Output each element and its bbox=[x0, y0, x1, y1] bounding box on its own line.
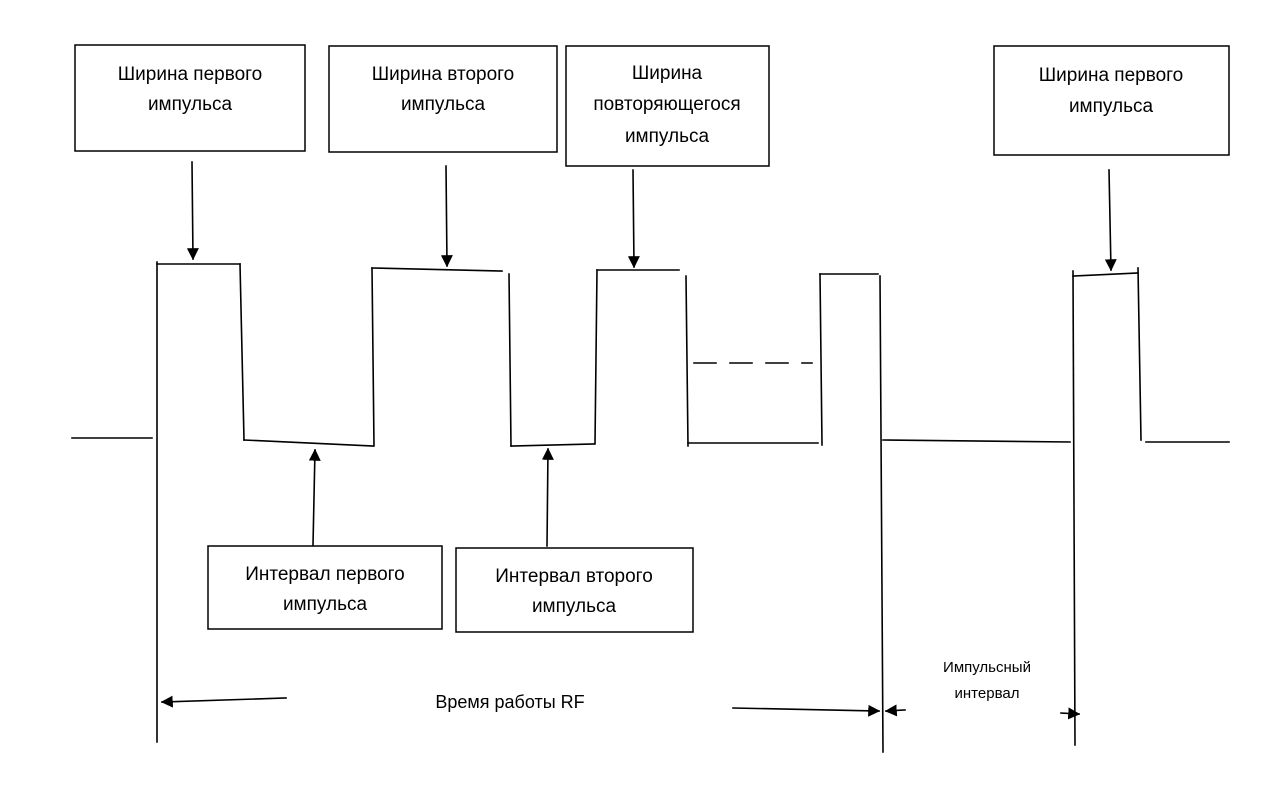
pulse-waveform bbox=[71, 261, 1230, 753]
label-line: импульса bbox=[532, 596, 617, 617]
label-line: Ширина первого bbox=[118, 64, 263, 85]
label-line: Интервал второго bbox=[495, 566, 653, 587]
label-line: импульса bbox=[283, 594, 368, 615]
label-line: Интервал первого bbox=[245, 564, 405, 585]
label-repeating-pulse-width: Ширина повторяющегося импульса bbox=[565, 45, 770, 167]
label-line: повторяющегося bbox=[593, 94, 740, 115]
label-box bbox=[74, 44, 306, 152]
label-first-pulse-width-repeat: Ширина первого импульса bbox=[993, 45, 1230, 156]
label-first-pulse-interval: Интервал первого импульса bbox=[207, 545, 443, 630]
pulse-interval-label: Импульсный bbox=[943, 659, 1031, 676]
label-line: импульса bbox=[148, 94, 233, 115]
label-first-pulse-width: Ширина первого импульса bbox=[74, 44, 306, 152]
label-second-pulse-interval: Интервал второго импульса bbox=[455, 547, 694, 633]
label-line: импульса bbox=[401, 94, 486, 115]
label-box bbox=[455, 547, 694, 633]
label-box bbox=[328, 45, 558, 153]
label-line: Ширина первого bbox=[1039, 65, 1184, 86]
label-line: Ширина bbox=[632, 63, 703, 84]
pulse-interval-label: интервал bbox=[955, 685, 1020, 702]
rf-operating-time-label: Время работы RF bbox=[435, 692, 584, 712]
label-line: импульса bbox=[1069, 96, 1154, 117]
label-box bbox=[993, 45, 1230, 156]
annotation-arrows bbox=[160, 161, 1117, 720]
label-second-pulse-width: Ширина второго импульса bbox=[328, 45, 558, 153]
label-line: Ширина второго bbox=[372, 64, 515, 85]
label-line: импульса bbox=[625, 126, 710, 147]
label-box bbox=[207, 545, 443, 630]
label-box bbox=[565, 45, 770, 167]
